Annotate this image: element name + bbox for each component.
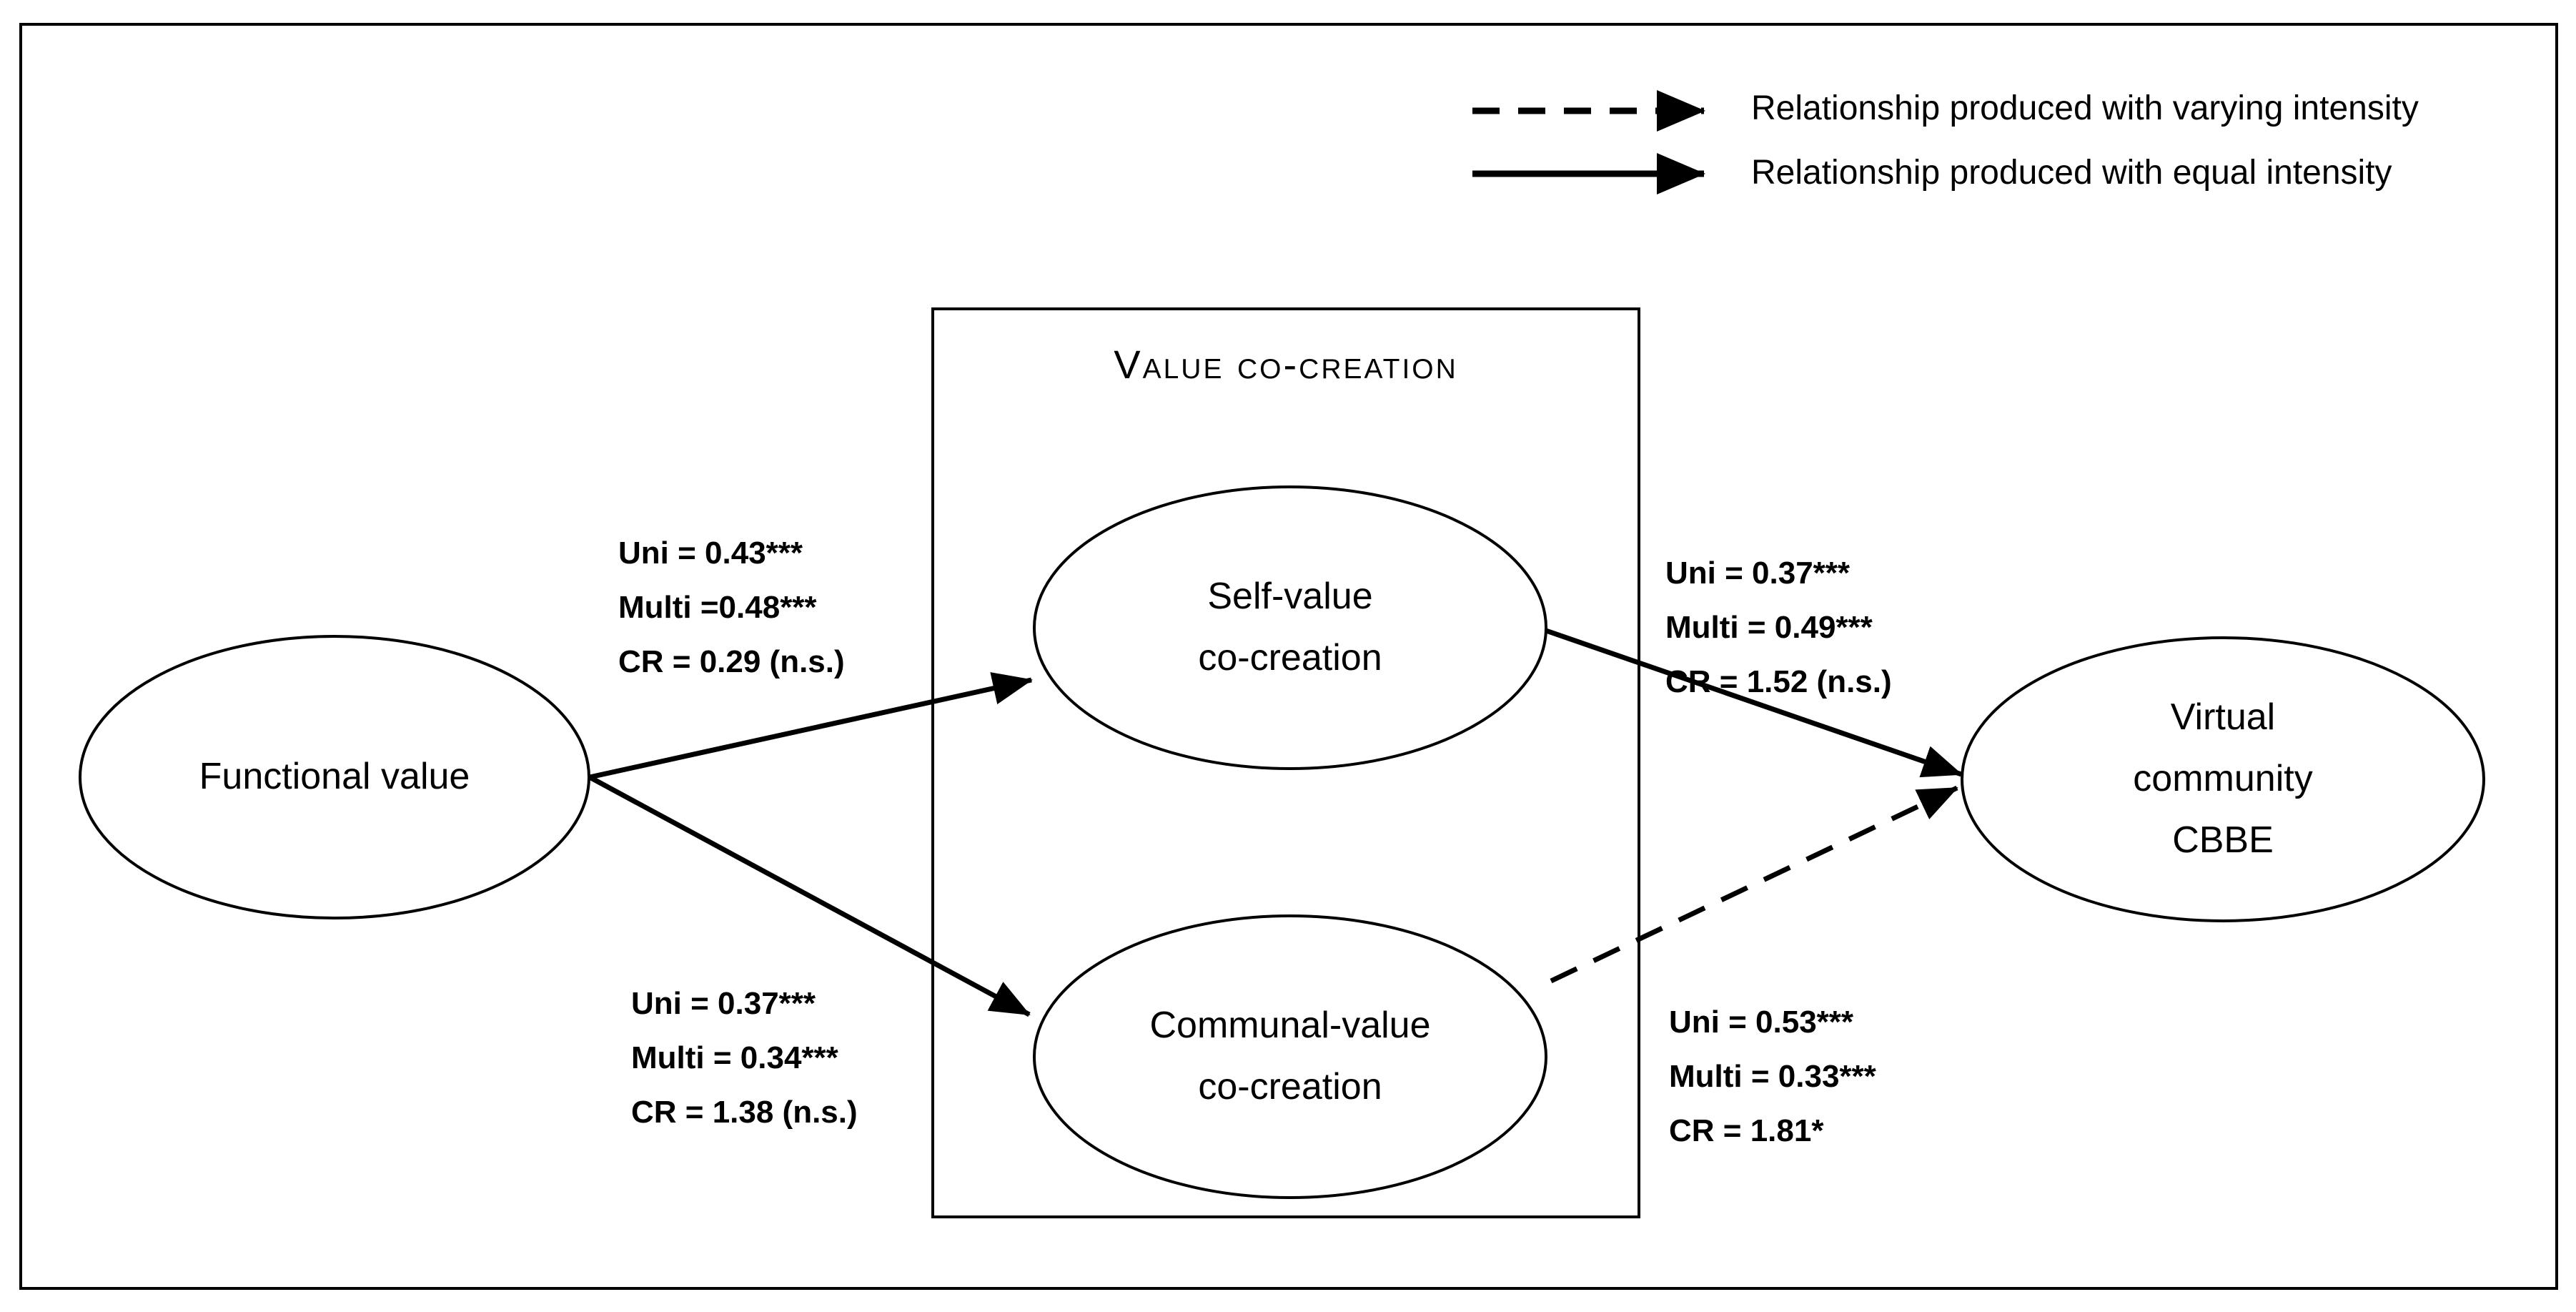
coeffs-self-to-cbbe: Uni = 0.37*** Multi = 0.49*** CR = 1.52 … bbox=[1665, 546, 1892, 709]
coeff-uni: Uni = 0.37*** bbox=[1665, 556, 1851, 591]
node-cbbe-line3: CBBE bbox=[2172, 819, 2274, 861]
value-cocreation-box-title: Value co-creation bbox=[1114, 342, 1458, 387]
node-self-value-line1: Self-value bbox=[1207, 576, 1373, 618]
arrow-self-to-cbbe bbox=[1545, 628, 1963, 778]
legend-item-varying-intensity: Relationship produced with varying inten… bbox=[1751, 89, 2419, 127]
coeff-uni: Uni = 0.43*** bbox=[618, 536, 803, 571]
arrow-functional-to-communal bbox=[588, 774, 1031, 1017]
coeffs-functional-to-self: Uni = 0.43*** Multi =0.48*** CR = 0.29 (… bbox=[618, 526, 845, 689]
node-communal-value-ellipse bbox=[1033, 914, 1547, 1199]
value-cocreation-box bbox=[931, 307, 1640, 1218]
coeff-multi: Multi = 0.33*** bbox=[1669, 1059, 1876, 1094]
node-communal-value-line2: co-creation bbox=[1198, 1066, 1382, 1108]
coeff-uni: Uni = 0.53*** bbox=[1669, 1005, 1854, 1040]
coeffs-functional-to-communal: Uni = 0.37*** Multi = 0.34*** CR = 1.38 … bbox=[631, 977, 858, 1140]
coeff-uni: Uni = 0.37*** bbox=[631, 986, 816, 1021]
node-communal-value-cocreation: Communal-value co-creation bbox=[1034, 916, 1546, 1198]
coeff-cr: CR = 1.81* bbox=[1669, 1113, 1824, 1148]
node-cbbe-line1: Virtual bbox=[2170, 696, 2276, 739]
node-virtual-community-cbbe: Virtual community CBBE bbox=[1962, 638, 2484, 921]
node-self-value-ellipse bbox=[1033, 485, 1547, 770]
arrow-communal-to-cbbe-dashed bbox=[1550, 785, 1958, 984]
coeff-multi: Multi = 0.49*** bbox=[1665, 610, 1873, 645]
node-functional-value-ellipse bbox=[79, 635, 590, 919]
node-self-value-line2: co-creation bbox=[1198, 637, 1382, 679]
figure-border bbox=[19, 23, 2558, 1290]
node-self-value-cocreation: Self-value co-creation bbox=[1034, 487, 1546, 769]
coeff-cr: CR = 1.52 (n.s.) bbox=[1665, 664, 1892, 699]
legend-item-equal-intensity: Relationship produced with equal intensi… bbox=[1751, 154, 2392, 192]
node-functional-value: Functional value bbox=[80, 636, 589, 918]
node-cbbe-ellipse bbox=[1961, 636, 2485, 922]
coeff-multi: Multi = 0.34*** bbox=[631, 1040, 838, 1075]
node-communal-value-line1: Communal-value bbox=[1149, 1005, 1431, 1047]
coeffs-communal-to-cbbe: Uni = 0.53*** Multi = 0.33*** CR = 1.81* bbox=[1669, 995, 1876, 1158]
node-cbbe-line2: community bbox=[2133, 758, 2313, 800]
arrow-functional-to-self bbox=[589, 672, 1033, 780]
coeff-multi: Multi =0.48*** bbox=[618, 590, 817, 625]
coeff-cr: CR = 0.29 (n.s.) bbox=[618, 644, 845, 679]
coeff-cr: CR = 1.38 (n.s.) bbox=[631, 1095, 858, 1130]
node-functional-value-label: Functional value bbox=[199, 756, 470, 798]
